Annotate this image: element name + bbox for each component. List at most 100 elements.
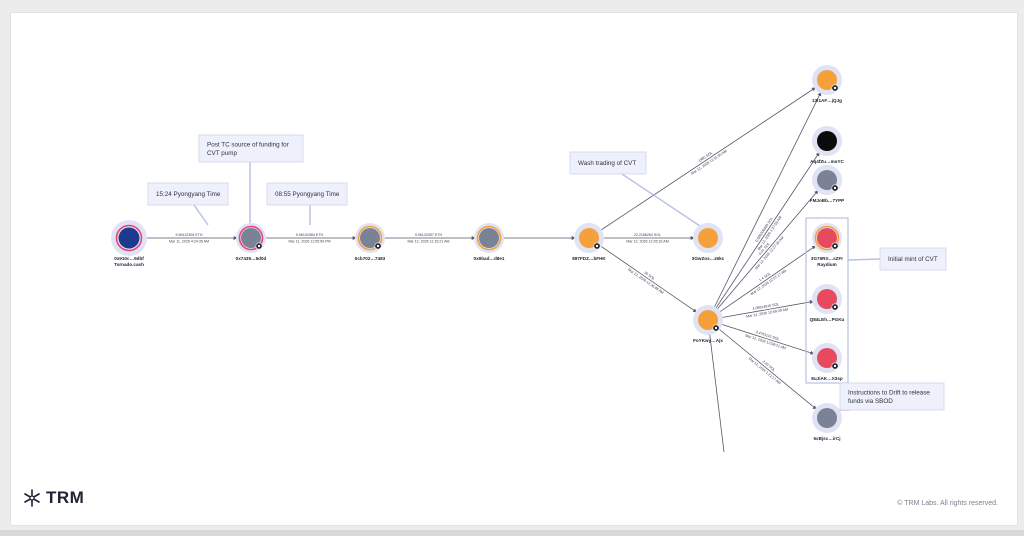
node-ring <box>238 225 264 251</box>
chain-badge-icon <box>831 84 839 92</box>
edge-nfo-offscreen[interactable] <box>709 331 725 453</box>
edge-line <box>719 323 815 355</box>
edge-nfo-n13[interactable] <box>712 91 822 310</box>
chain-badge-icon <box>593 242 601 250</box>
callout-pointer <box>847 258 881 261</box>
node-circle <box>817 131 837 151</box>
edge-line <box>715 190 819 312</box>
node-ring <box>357 225 383 251</box>
edge-line <box>712 91 822 310</box>
node-address: 0x7439…6d0d <box>236 256 267 261</box>
node-n3gw[interactable]: 3GwZos…z6kc <box>692 223 725 261</box>
node-ring <box>814 225 840 251</box>
node-n9bad[interactable]: 0x9bad…d8e1 <box>474 223 505 261</box>
node-entity: Tornado.cash <box>114 262 144 267</box>
edge-date: Mar 11, 2026 4:24:35 AM <box>169 239 209 243</box>
edge-amount: 9.96112306 ETH <box>176 233 203 237</box>
edge-date: Mar 11, 2026 11:55:59 PM <box>288 239 330 243</box>
edge-label: 9.96112306 ETH Mar 11, 2026 4:24:35 AM <box>169 233 209 244</box>
edge-tornado-n7439[interactable]: 9.96112306 ETH Mar 11, 2026 4:24:35 AM <box>141 233 238 244</box>
edge-amount: 30 SOL <box>643 271 655 281</box>
edge-amount: 22.2186264 SOL <box>634 233 661 237</box>
callout-box <box>879 247 947 271</box>
node-address: FoYKwy…Ajx <box>693 338 723 343</box>
node-address: 8uJiAK…X3sp <box>811 376 843 381</box>
node-n13[interactable]: 13i1AF…jQJg <box>812 65 842 103</box>
callout-pyongyang-1: 15:24 Pyongyang Time <box>147 182 229 226</box>
node-naq[interactable]: Aq4fZu…moYC <box>810 126 845 164</box>
node-address: 0x9bad…d8e1 <box>474 256 505 261</box>
node-circle <box>360 228 380 248</box>
edge-amount: 1.4 SOL <box>758 272 771 283</box>
chain-badge-icon <box>831 303 839 311</box>
node-n7439[interactable]: 0x7439…6d0d <box>236 223 267 261</box>
node-nfo[interactable]: FoYKwy…Ajx <box>693 305 723 343</box>
node-circle <box>579 228 599 248</box>
callout-text: Post TC source of funding for <box>207 141 289 148</box>
mint-group-highlight <box>805 217 849 384</box>
callout-text: 15:24 Pyongyang Time <box>156 191 221 198</box>
node-address: 13i1AF…jQJg <box>812 98 842 103</box>
node-entity: Raydium <box>817 262 836 267</box>
node-nq8[interactable]: Q84LEh…PGKu <box>810 284 845 322</box>
logo-text: TRM <box>46 488 85 507</box>
node-circle <box>698 310 718 330</box>
callout-box <box>839 382 945 411</box>
callout-pointer <box>193 204 209 226</box>
callout-text: 08:55 Pyongyang Time <box>275 191 340 198</box>
edge-amount: 4.09914616 SOL <box>752 302 779 311</box>
edge-line <box>719 300 814 319</box>
edge-amount: 3.4761115 SOL <box>755 330 780 341</box>
edge-date: Mar 12, 2026 11:15:21 AM <box>407 239 449 243</box>
node-address: 0cb702…7483 <box>355 256 386 261</box>
node-address: 3G76RX…sZFr <box>811 256 843 261</box>
callout-text: CVT pump <box>207 150 237 157</box>
node-circle <box>817 289 837 309</box>
node-n887[interactable]: 887FDZ…bFHK <box>572 223 606 261</box>
edge-n7439-n702[interactable]: 9.96102984 ETH Mar 11, 2026 11:55:59 PM <box>263 233 357 244</box>
chain-badge-icon <box>374 242 382 250</box>
node-nfm[interactable]: FMJoBb…7YPP <box>810 165 844 203</box>
chain-badge-icon <box>831 362 839 370</box>
trm-logo: TRM <box>22 488 84 508</box>
node-n5s[interactable]: 5xBjsc…irCj <box>812 403 842 441</box>
edge-line <box>717 327 817 410</box>
copyright-text: © TRM Labs. All rights reserved. <box>897 500 998 507</box>
node-circle <box>817 348 837 368</box>
node-ring <box>476 225 502 251</box>
edge-line <box>714 152 820 311</box>
edge-line <box>598 244 698 313</box>
callout-pointer <box>621 173 701 227</box>
node-address: Q84LEh…PGKu <box>810 317 845 322</box>
edge-amount: 9.96102984 ETH <box>296 233 324 237</box>
edge-line <box>598 87 816 232</box>
node-circle <box>241 228 261 248</box>
edge-label: 9.96102984 ETH Mar 11, 2026 11:55:59 PM <box>288 233 330 244</box>
callout-pyongyang-2: 08:55 Pyongyang Time <box>266 182 348 225</box>
callout-text: Instructions to Drift to release <box>848 389 930 396</box>
chain-badge-icon <box>255 242 263 250</box>
node-address: 0x910c…9dbf <box>114 256 144 261</box>
node-circle <box>817 228 837 248</box>
callout-wash: Wash trading of CVT <box>569 151 701 227</box>
node-n702[interactable]: 0cb702…7483 <box>355 223 386 261</box>
node-address: 5xBjsc…irCj <box>813 436 840 441</box>
callout-text: Wash trading of CVT <box>578 160 636 167</box>
node-n8u[interactable]: 8uJiAK…X3sp <box>811 343 843 381</box>
node-address: Aq4fZu…moYC <box>810 159 844 164</box>
callout-box <box>147 182 229 206</box>
